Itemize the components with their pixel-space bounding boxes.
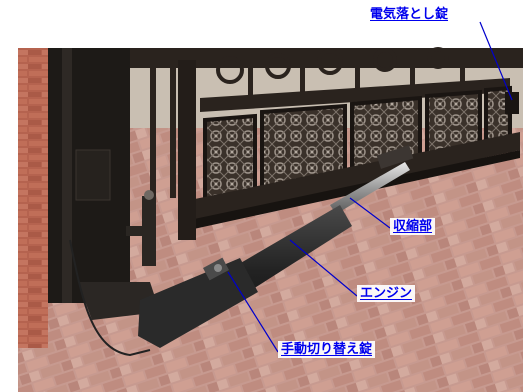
leader-line-engine [289,239,358,297]
label-engine: エンジン [357,285,416,302]
gate-post [48,48,160,320]
leader-line-manual [227,271,279,353]
leader-lines [227,21,513,353]
leader-line-retract [349,197,391,229]
gate [128,47,523,240]
gate-opener-actuator [69,145,414,357]
label-manual-lock: 手動切り替え錠 [278,341,376,358]
label-electric-lock: 電気落とし錠 [367,6,452,23]
leader-line-electric-lock [479,21,513,101]
label-retract-part: 収縮部 [390,218,436,235]
